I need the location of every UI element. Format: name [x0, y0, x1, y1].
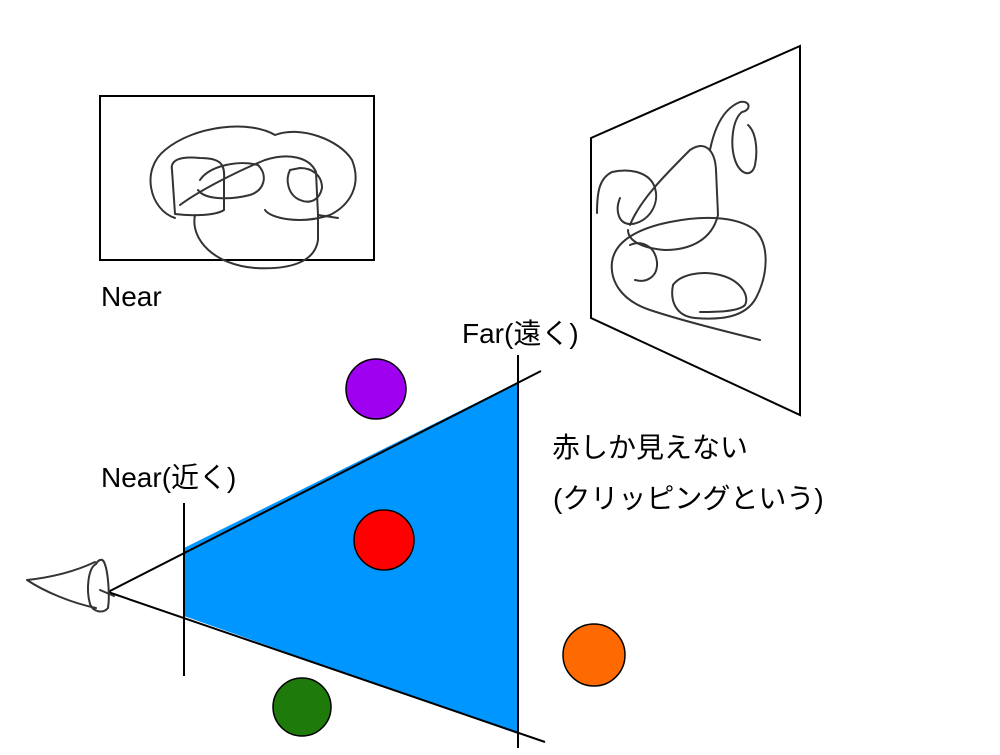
- far-view-scribble: [596, 100, 767, 341]
- clipping-note-line2: (クリッピングという): [553, 483, 824, 514]
- camera-eye-icon: [26, 558, 115, 613]
- ball-red: [353, 509, 415, 571]
- frustum-top-edge: [107, 370, 542, 593]
- view-frustum-fill: [184, 382, 518, 734]
- near-view-frame: [99, 95, 375, 261]
- frustum-bottom-edge: [107, 591, 546, 743]
- far-view-panel: [590, 44, 801, 417]
- far-view-frame: [590, 44, 801, 417]
- near-view-panel: [99, 95, 375, 270]
- near-view-scribble: [149, 125, 357, 270]
- ball-orange: [562, 623, 626, 687]
- clipping-note-line1: 赤しか見えない: [552, 432, 748, 463]
- ball-green: [272, 677, 332, 737]
- near-view-label: Near: [101, 281, 162, 312]
- near-plane-label: Near(近く): [101, 462, 236, 493]
- ball-purple: [345, 358, 407, 420]
- far-plane-label: Far(遠く): [462, 318, 579, 349]
